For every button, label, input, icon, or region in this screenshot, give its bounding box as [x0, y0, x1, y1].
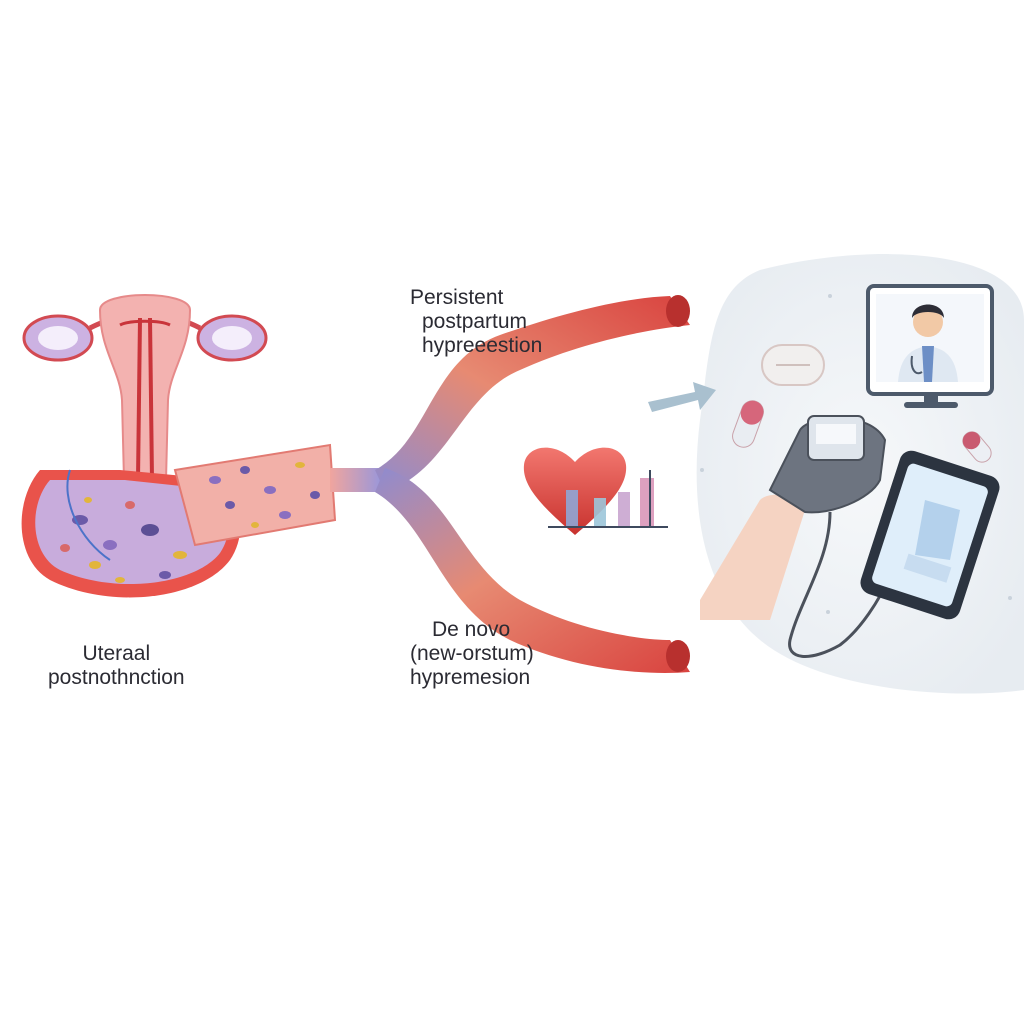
uterine-vessel-top — [119, 319, 171, 327]
cuff-tube — [788, 511, 892, 658]
vessel-upper-end — [666, 295, 690, 327]
sparkle-dot — [828, 294, 832, 298]
label-line: postpartum — [422, 310, 528, 333]
inner-vessel-blue — [66, 469, 111, 561]
chart-bar — [618, 492, 630, 526]
de-novo-hypertension-label: De novo (new-orstum) hypremesion — [410, 618, 534, 690]
right-arrow-icon — [648, 382, 716, 412]
uterus-body — [98, 294, 192, 481]
smartphone-app-icon — [860, 450, 1000, 620]
sparkle-dot — [700, 468, 704, 472]
label-line: Persistent — [410, 286, 504, 309]
sparkle-dot — [1008, 596, 1012, 600]
label-line: De novo — [432, 618, 511, 641]
vessel-upper-branch — [375, 296, 690, 492]
vessel-lower-end — [666, 640, 690, 672]
chart-bar — [640, 478, 654, 526]
persistent-hypertension-label: Persistent postpartum hypreeestion — [410, 286, 542, 358]
vessel-stem — [330, 468, 380, 492]
heart-with-bar-chart-icon — [523, 447, 668, 535]
chart-bar — [566, 490, 578, 526]
vessel-lower-branch — [375, 468, 690, 673]
chart-bar — [594, 498, 606, 526]
left-ovary-inner — [38, 326, 78, 350]
uterine-dysfunction-label: Uteraal postnothnction — [48, 642, 185, 690]
branching-vessel — [330, 295, 690, 673]
uterine-vessel-right — [148, 317, 154, 481]
label-line: (new-orstum) — [410, 642, 534, 665]
telehealth-panel — [648, 254, 1024, 694]
label-line: hypreeestion — [422, 334, 543, 357]
label-line: Uteraal — [82, 642, 151, 665]
label-line: hypremesion — [410, 666, 531, 689]
uterine-vessel-left — [136, 317, 142, 481]
tissue-band — [173, 443, 337, 547]
pill-capsule-icon — [732, 344, 992, 463]
sparkle-dot — [826, 610, 830, 614]
right-ovary-inner — [212, 326, 252, 350]
blood-pressure-cuff-icon — [700, 415, 892, 658]
telehealth-doctor-monitor-icon — [866, 284, 994, 408]
tissue-band-cells — [209, 462, 320, 528]
arm-shape — [700, 494, 805, 620]
label-line: postnothnction — [48, 666, 185, 689]
uterus-illustration — [21, 294, 337, 598]
